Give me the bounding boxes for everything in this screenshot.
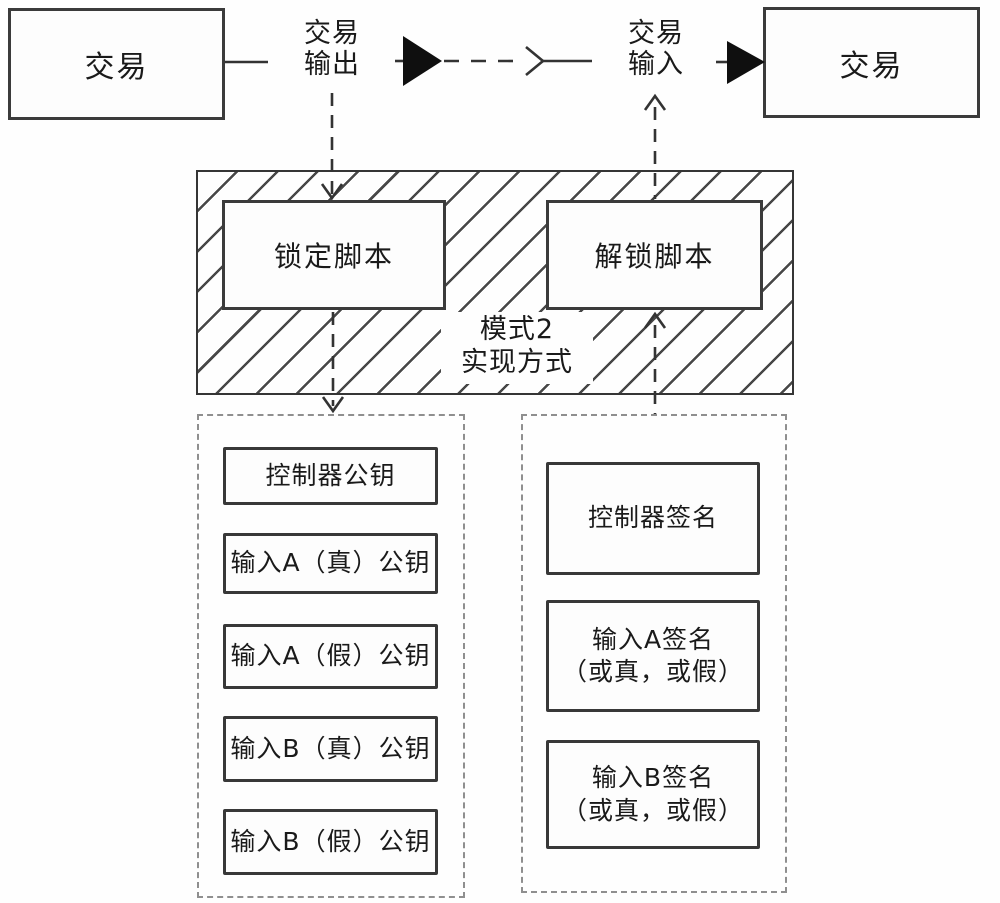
transaction-box-right-label: 交易 bbox=[839, 48, 904, 84]
signature-item-label: 控制器签名 bbox=[587, 503, 718, 533]
chevron-right-arrow-icon bbox=[525, 45, 546, 77]
signature-item-label-line1: 输入B签名 bbox=[591, 763, 715, 792]
locking-script-label: 锁定脚本 bbox=[273, 240, 394, 273]
signature-item-controller: 控制器签名 bbox=[546, 462, 760, 575]
signature-item-input-b: 输入B签名 （或真，或假） bbox=[546, 740, 760, 849]
arrowhead-up-input-icon bbox=[643, 93, 667, 111]
pubkey-item-label: 输入A（真）公钥 bbox=[230, 548, 431, 578]
unlocking-script-box: 解锁脚本 bbox=[546, 200, 763, 310]
transaction-box-right: 交易 bbox=[763, 7, 980, 118]
mode2-label-line2: 实现方式 bbox=[461, 346, 573, 378]
signature-item-input-a: 输入A签名 （或真，或假） bbox=[546, 600, 760, 712]
pubkey-item-input-b-false: 输入B（假）公钥 bbox=[223, 809, 438, 875]
arrowhead-down-pubkeys-icon bbox=[321, 396, 345, 414]
pubkey-item-label: 控制器公钥 bbox=[265, 460, 396, 490]
mode2-implementation-box: 锁定脚本 解锁脚本 模式2 实现方式 bbox=[196, 170, 794, 395]
solid-triangle-right-icon bbox=[727, 41, 765, 84]
pubkey-item-label: 输入B（真）公钥 bbox=[230, 733, 431, 763]
solid-triangle-left-icon bbox=[403, 36, 442, 86]
signature-item-label-line1: 输入A签名 bbox=[591, 624, 715, 654]
transaction-output-label-line1: 交易 bbox=[304, 18, 360, 49]
pubkey-item-label: 输入B（假）公钥 bbox=[230, 826, 431, 856]
transaction-output-label-line2: 输出 bbox=[304, 49, 360, 81]
public-keys-container: 控制器公钥 输入A（真）公钥 输入A（假）公钥 输入B（真）公钥 输入B（假）公… bbox=[197, 414, 465, 898]
transaction-input-label-line2: 输入 bbox=[628, 49, 684, 81]
pubkey-item-label: 输入A（假）公钥 bbox=[230, 641, 431, 671]
transaction-box-left-label: 交易 bbox=[84, 50, 149, 85]
pubkey-item-controller: 控制器公钥 bbox=[223, 447, 438, 505]
transaction-output-label: 交易 输出 bbox=[294, 18, 370, 81]
signatures-container: 控制器签名 输入A签名 （或真，或假） 输入B签名 （或真，或假） bbox=[521, 414, 787, 893]
mode2-label: 模式2 实现方式 bbox=[441, 312, 593, 384]
transaction-box-left: 交易 bbox=[8, 8, 225, 120]
mode2-label-line1: 模式2 bbox=[479, 314, 555, 345]
transaction-input-label-line1: 交易 bbox=[628, 18, 684, 49]
signature-item-label-line2: （或真，或假） bbox=[561, 657, 744, 686]
pubkey-item-input-a-true: 输入A（真）公钥 bbox=[223, 533, 438, 594]
pubkey-item-input-b-true: 输入B（真）公钥 bbox=[223, 716, 438, 782]
pubkey-item-input-a-false: 输入A（假）公钥 bbox=[223, 624, 438, 689]
signature-item-label-line2: （或真，或假） bbox=[561, 795, 744, 825]
transaction-input-label: 交易 输入 bbox=[618, 18, 694, 81]
unlocking-script-label: 解锁脚本 bbox=[594, 240, 715, 273]
locking-script-box: 锁定脚本 bbox=[222, 200, 446, 310]
